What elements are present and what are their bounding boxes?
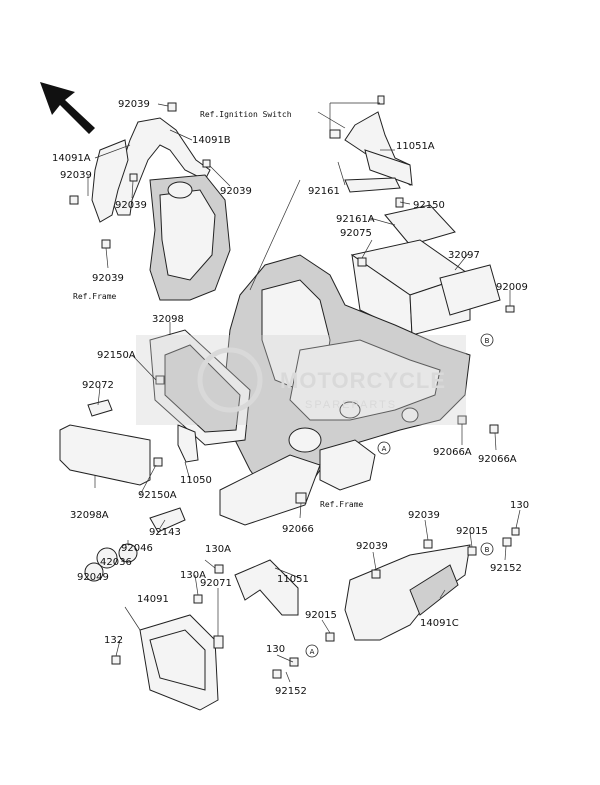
part-label-14091b: 14091B <box>192 135 231 146</box>
part-label-92039: 92039 <box>356 541 388 552</box>
watermark-brand: MOTORCYCLE <box>280 368 446 393</box>
part-label-92161a: 92161A <box>336 214 375 225</box>
part-label-14091c: 14091C <box>420 618 459 629</box>
part-label-32097: 32097 <box>448 250 480 261</box>
watermark: MOTORCYCLE SPAREPARTS <box>136 335 466 425</box>
marker-a-upper: A <box>377 441 391 455</box>
part-label-92015: 92015 <box>305 610 337 621</box>
part-label-92039: 92039 <box>118 99 150 110</box>
part-label-92039: 92039 <box>408 510 440 521</box>
part-label-14091: 14091 <box>137 594 169 605</box>
part-label-92150: 92150 <box>413 200 445 211</box>
battery-case-group <box>350 204 515 336</box>
part-label-92049: 92049 <box>77 572 109 583</box>
part-label-92066: 92066 <box>282 524 314 535</box>
part-label-32098a: 32098A <box>70 510 109 521</box>
part-label-92039: 92039 <box>60 170 92 181</box>
part-label-92071: 92071 <box>200 578 232 589</box>
left-frame-cover-group <box>69 102 231 301</box>
ref-ignition-switch: Ref.Ignition Switch <box>200 110 292 119</box>
marker-b-lower: B <box>480 542 494 556</box>
part-label-92046: 92046 <box>121 543 153 554</box>
part-label-92066a: 92066A <box>433 447 472 458</box>
part-label-11051: 11051 <box>277 574 309 585</box>
marker-a-lower: A <box>305 644 319 658</box>
part-label-42036: 42036 <box>100 557 132 568</box>
leader-lines <box>87 102 521 683</box>
part-label-92150a: 92150A <box>138 490 177 501</box>
part-label-132: 132 <box>104 635 123 646</box>
svg-text:A: A <box>310 648 315 656</box>
part-label-130: 130 <box>266 644 285 655</box>
marker-b-upper: B <box>480 333 494 347</box>
part-label-92072: 92072 <box>82 380 114 391</box>
svg-text:B: B <box>485 337 490 345</box>
bracket-11051-group <box>193 559 299 616</box>
part-label-130a: 130A <box>180 570 206 581</box>
part-label-92039: 92039 <box>220 186 252 197</box>
part-label-92152: 92152 <box>490 563 522 574</box>
part-label-32098: 32098 <box>152 314 184 325</box>
watermark-sub: SPAREPARTS <box>305 399 397 411</box>
part-label-92075: 92075 <box>340 228 372 239</box>
frame-cover-14091-group <box>111 614 224 711</box>
ignition-bracket-group <box>329 95 413 208</box>
svg-text:A: A <box>382 445 387 453</box>
part-label-92039: 92039 <box>92 273 124 284</box>
part-label-11050: 11050 <box>180 475 212 486</box>
part-label-130: 130 <box>510 500 529 511</box>
part-label-92015: 92015 <box>456 526 488 537</box>
part-label-130a: 130A <box>205 544 231 555</box>
part-label-92039: 92039 <box>115 200 147 211</box>
ref-frame-left: Ref.Frame <box>73 292 117 301</box>
part-label-14091a: 14091A <box>52 153 91 164</box>
linkage-group <box>84 454 321 582</box>
frame-cover-14091c-group <box>272 527 520 679</box>
svg-text:B: B <box>485 546 490 554</box>
part-label-92150a: 92150A <box>97 350 136 361</box>
part-label-92161: 92161 <box>308 186 340 197</box>
part-label-92009: 92009 <box>496 282 528 293</box>
part-label-92066a: 92066A <box>478 454 517 465</box>
part-label-92152: 92152 <box>275 686 307 697</box>
front-direction-arrow-icon <box>40 82 95 134</box>
ref-frame-center: Ref.Frame <box>320 500 364 509</box>
part-label-92143: 92143 <box>149 527 181 538</box>
part-label-11051a: 11051A <box>396 141 435 152</box>
